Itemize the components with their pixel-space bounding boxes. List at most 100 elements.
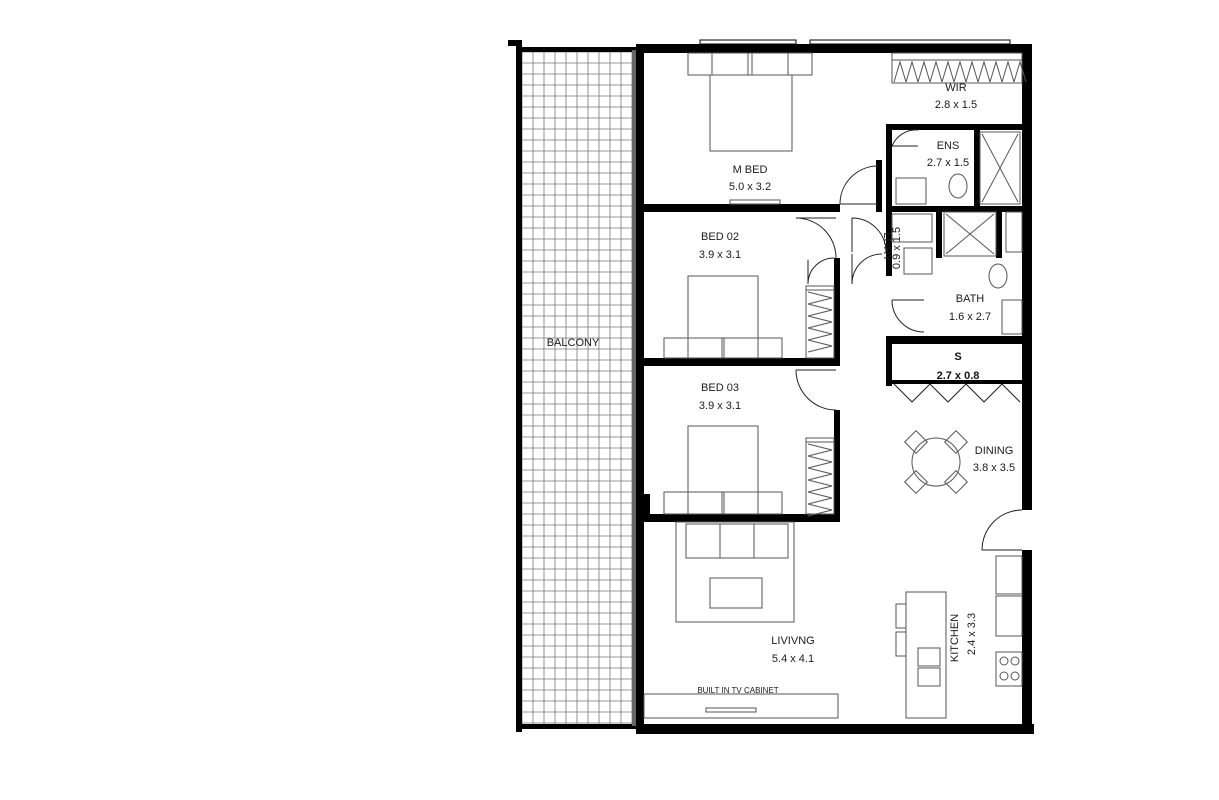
bed02-south-wall [636,358,840,366]
dining-chair-1 [903,429,929,455]
hanger [977,60,991,83]
wir-label: WIR [945,82,966,94]
bed03-pillow-right [723,491,759,515]
hanger [953,60,967,83]
cooktop [995,651,1023,687]
bath-vanity [1001,299,1023,335]
balcony-area [508,40,638,732]
mbed-size: 5.0 x 3.2 [729,181,771,193]
bed02-east-wall [834,258,840,362]
stool-1 [895,603,907,629]
hanger [905,60,919,83]
ens-west-wall [886,124,892,210]
north-window [809,39,1011,45]
balcony-edge [516,44,522,732]
ldry-size: 0.9 x 1.5 [891,227,903,269]
bed02-size: 3.9 x 3.1 [699,249,741,261]
kitchen-size: 2.4 x 3.3 [966,613,978,655]
bed02-robe [805,285,835,359]
ldry-label: LDRY [881,232,893,262]
hanger [807,303,833,317]
bed02-pillow-right [723,337,759,359]
tv-cabinet [643,693,839,719]
ens-size: 2.7 x 1.5 [927,157,969,169]
hanger [893,60,907,83]
column [636,494,650,520]
east-wall-lower [1022,550,1032,734]
hanger [1001,60,1015,83]
ens-toilet [948,173,968,199]
mbed-east-wall [876,160,882,212]
hanger [929,60,943,83]
sink-bowl-2 [917,667,941,687]
dining-chair-2 [943,429,969,455]
hanger [807,503,833,517]
bed03-bedhead [663,491,783,515]
dining-chair-4 [943,469,969,495]
bath-south-wall [886,336,1026,344]
pantry [995,595,1023,637]
storage-bifold-doors [893,383,1021,403]
bed02-robe-door [807,257,835,285]
dining-size: 3.8 x 3.5 [973,462,1015,474]
wir-hangers [893,60,1027,83]
mbed-pillow-right [751,52,789,76]
bath-door [891,299,925,333]
ens-shower-wall [974,128,980,210]
ens-label: ENS [937,140,960,152]
balcony-top-rail [520,47,636,52]
tv-cabinet-label: BUILT IN TV CABINET [697,686,778,695]
south-wall [636,724,1034,734]
mbed-tv-bench [729,199,781,205]
balcony-top-edge [508,40,522,46]
mbed-south-wall [636,204,840,212]
ens-door [891,129,919,147]
bed02-bedhead [663,337,783,359]
hanger [807,455,833,469]
doors [795,129,1023,551]
bath-toilet [988,263,1008,289]
bed03-bed [687,425,759,493]
burner-4 [1010,671,1020,681]
bed03-south-wall [642,514,838,522]
dining-label: DINING [975,445,1014,457]
west-wall [636,44,644,734]
bed03-robe [805,437,835,515]
bed02-pillow-left [687,337,723,359]
living-sofa [685,523,789,559]
ldry-washer [903,247,933,275]
hanger [807,479,833,493]
bed03-robe-hangers [807,443,833,517]
bed03-label: BED 03 [701,382,739,394]
bath-shower-wall [996,210,1002,258]
east-wall-upper [1022,44,1032,510]
mbed-window [699,39,797,45]
ens-vanity [895,177,927,205]
ldry-east-wall [936,210,942,258]
sofa-cushions [719,524,755,558]
dining-chair-3 [903,469,929,495]
bed02-robe-hangers [807,291,833,353]
bed03-door [795,369,837,411]
north-wall [636,44,1032,53]
hanger [1013,60,1027,83]
mbed-label: M BED [733,164,768,176]
living-rug [675,521,795,623]
ldry-tub [891,213,933,243]
mbed-pillow-left [711,52,749,76]
balcony-label: BALCONY [547,337,600,349]
bath-shower-drain [945,213,995,255]
ldry-west-wall [886,206,892,276]
coffee-table [709,577,763,609]
mbed-bed [709,74,793,152]
furniture [643,52,1023,719]
hanger [807,327,833,341]
storage-size: 2.7 x 0.8 [937,370,980,382]
hanger [807,443,833,457]
hanger [917,60,931,83]
storage-label: S [954,351,961,363]
burner-2 [1010,656,1020,666]
wir-shelving [891,52,1023,84]
ens-shower [979,131,1021,205]
